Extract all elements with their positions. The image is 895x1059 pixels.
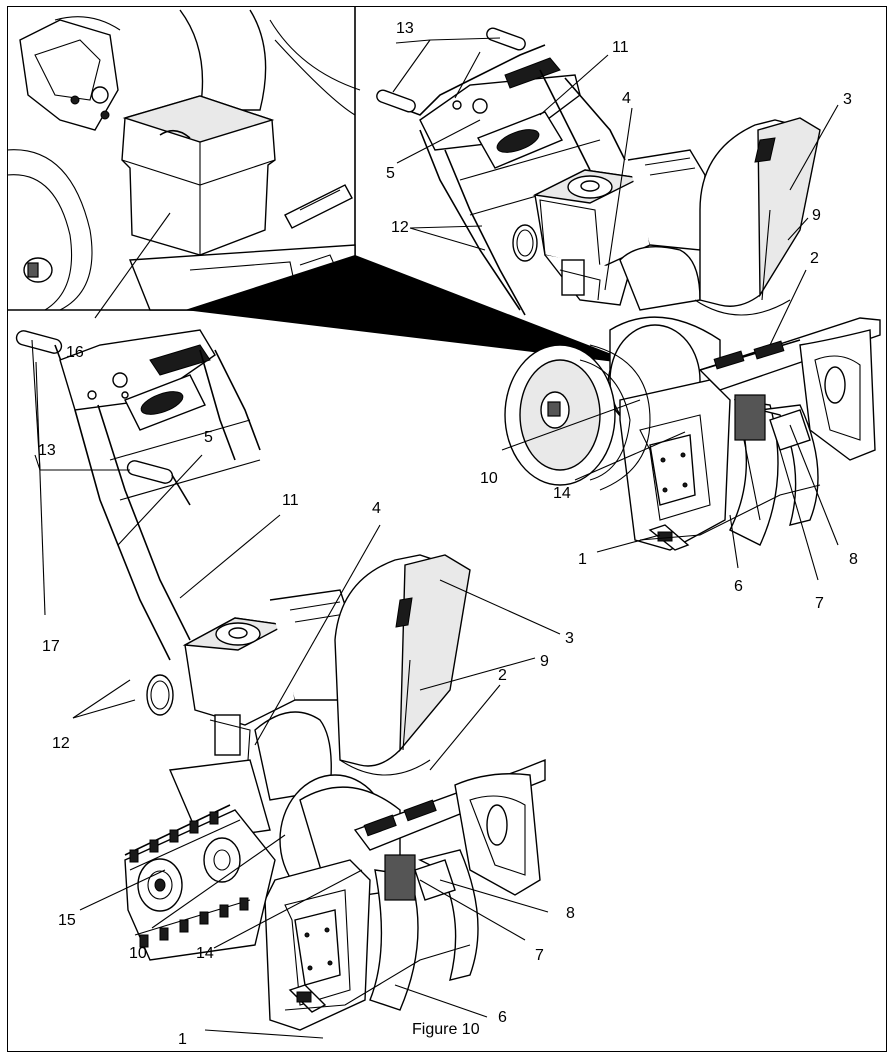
inset-battery-detail [6, 6, 361, 319]
callout-upper-14: 14 [553, 485, 571, 502]
callout-lower-11: 11 [282, 492, 299, 509]
callout-lower-3: 3 [565, 630, 574, 647]
track-treads [124, 804, 249, 948]
callout-lower-7: 7 [535, 947, 544, 964]
callout-upper-12: 12 [391, 219, 409, 236]
callout-upper-6: 6 [734, 578, 743, 595]
callout-upper-3: 3 [843, 91, 852, 108]
callout-leaders [31, 37, 839, 1039]
callout-lower-9: 9 [540, 653, 549, 670]
callout-upper-4: 4 [622, 90, 631, 107]
upper-snowblower [376, 27, 881, 551]
callout-lower-12: 12 [52, 735, 70, 752]
callout-lower-17: 17 [42, 638, 60, 655]
callout-lower-5: 5 [204, 429, 213, 446]
callout-upper-1: 1 [578, 551, 587, 568]
callout-lower-14: 14 [196, 945, 214, 962]
callout-upper-2: 2 [810, 250, 819, 267]
callout-lower-1: 1 [178, 1031, 187, 1048]
callout-upper-13: 13 [396, 20, 414, 37]
callouts: 16 13 11 4 3 5 9 12 2 10 14 1 8 6 7 13 5… [38, 20, 858, 1048]
lower-snowblower [15, 329, 546, 1031]
callout-upper-9: 9 [812, 207, 821, 224]
callout-upper-7: 7 [815, 595, 824, 612]
figure-caption: Figure 10 [412, 1021, 480, 1038]
callout-lower-2: 2 [498, 667, 507, 684]
callout-upper-11: 11 [612, 39, 629, 56]
inset-pointer-wedge [185, 255, 640, 365]
callout-lower-8: 8 [566, 905, 575, 922]
callout-upper-8: 8 [849, 551, 858, 568]
callout-lower-4: 4 [372, 500, 381, 517]
callout-lower-13: 13 [38, 442, 56, 459]
callout-16: 16 [66, 344, 84, 361]
callout-lower-10: 10 [129, 945, 147, 962]
callout-upper-10: 10 [480, 470, 498, 487]
callout-lower-15: 15 [58, 912, 76, 929]
callout-upper-5: 5 [386, 165, 395, 182]
callout-lower-6: 6 [498, 1009, 507, 1026]
figure-frame [7, 6, 887, 1052]
